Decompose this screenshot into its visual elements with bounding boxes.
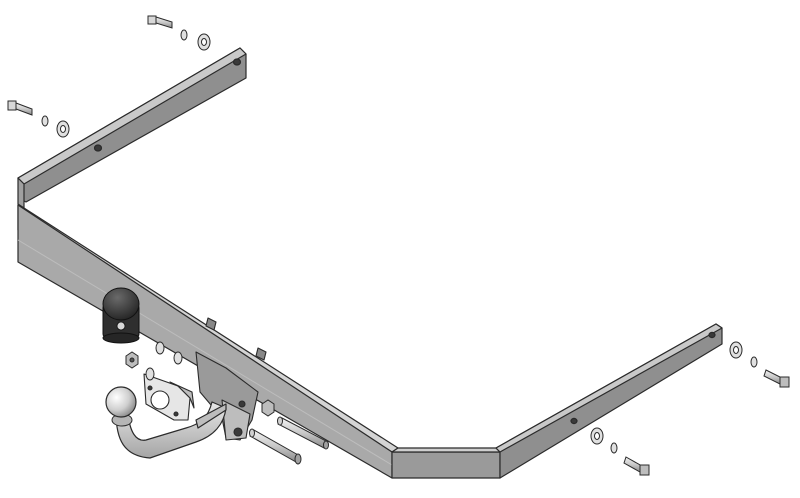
bolt-hole — [570, 417, 578, 425]
tow-ball-cover-cap — [102, 287, 140, 344]
lock-washer — [180, 29, 188, 41]
left-side-bracket — [17, 47, 247, 209]
tow-ball-arm — [115, 401, 227, 459]
mounting-bolt — [623, 456, 650, 476]
socket-plate — [195, 317, 267, 441]
mounting-bolt — [147, 15, 173, 29]
mounting-bolt — [7, 100, 33, 116]
locking-pin — [277, 416, 329, 450]
bolt-hole — [708, 331, 716, 339]
right-side-bracket — [495, 323, 723, 479]
nut — [261, 399, 275, 417]
flat-washer — [145, 341, 183, 381]
lock-washer — [750, 356, 758, 368]
socket-plate — [143, 373, 195, 421]
bolt-hole — [232, 58, 242, 66]
lock-washer — [41, 115, 49, 127]
fastener-set-right-upper — [729, 341, 790, 388]
nut — [125, 351, 139, 369]
lock-washer — [610, 442, 618, 454]
fastener-set-right-lower — [590, 427, 650, 476]
fastener-set-left — [7, 100, 70, 138]
fastener-set-top — [147, 15, 211, 51]
bolt-hole — [93, 144, 103, 152]
main-crossbar — [17, 204, 501, 479]
mounting-bolt — [763, 369, 790, 388]
locking-pin — [249, 428, 302, 465]
tow-ball — [105, 386, 137, 427]
